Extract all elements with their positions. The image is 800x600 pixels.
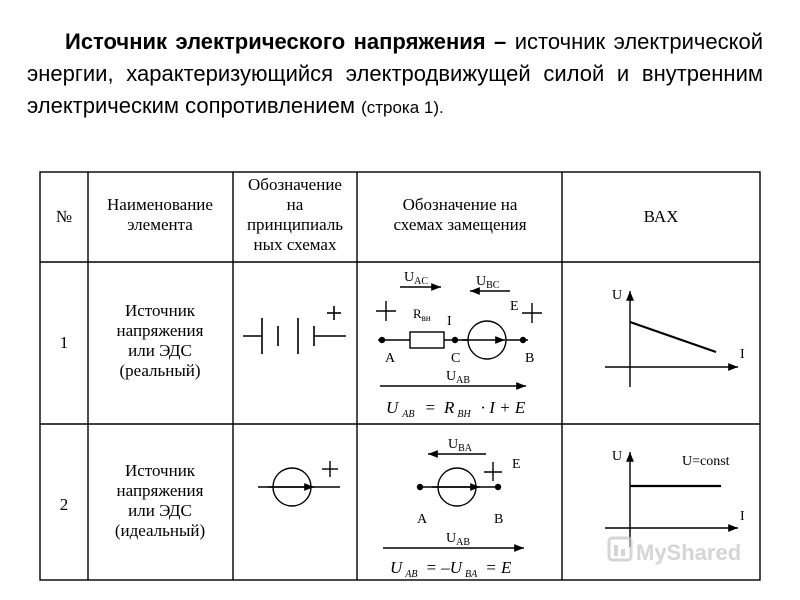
svg-text:A: A: [417, 512, 428, 527]
svg-text:UAB=RBH· I + E: UAB=RBH· I + E: [386, 398, 526, 420]
svg-text:Rвн: Rвн: [413, 306, 431, 323]
svg-text:UAC: UAC: [404, 270, 428, 287]
row2-name-line2: напряжения: [117, 481, 204, 500]
intro-reference: (строка 1).: [361, 98, 444, 117]
ideal-source-symbol: [258, 461, 340, 507]
svg-text:U: U: [612, 288, 622, 303]
row1-number: 1: [60, 333, 69, 352]
row2-name-line1: Источник: [125, 461, 196, 480]
header-symbol-line4: ных схемах: [254, 235, 337, 254]
battery-symbol: [243, 306, 346, 354]
svg-text:UAB: UAB: [446, 369, 470, 386]
row2-number: 2: [60, 495, 69, 514]
svg-text:UBC: UBC: [476, 274, 500, 291]
svg-text:I: I: [447, 314, 452, 329]
row1-name-line3: или ЭДС: [128, 341, 192, 360]
svg-text:UAB: UAB: [446, 531, 470, 548]
row1-name-line4: (реальный): [119, 361, 200, 380]
svg-text:U: U: [612, 449, 622, 464]
svg-text:MyShared: MyShared: [636, 540, 741, 565]
intro-term: Источник электрического напряжения –: [65, 29, 507, 54]
svg-text:B: B: [494, 512, 503, 527]
svg-text:I: I: [740, 347, 745, 362]
svg-text:A: A: [385, 351, 396, 366]
header-name-line1: Наименование: [107, 195, 213, 214]
svg-text:C: C: [451, 351, 460, 366]
svg-text:U=const: U=const: [682, 454, 730, 469]
svg-text:E: E: [510, 299, 519, 314]
row2-vax-chart: U I U=const: [605, 449, 745, 547]
header-number: №: [56, 207, 72, 226]
svg-text:I: I: [740, 509, 745, 524]
header-symbol-line2: на: [287, 195, 304, 214]
header-equiv-line1: Обозначение на: [403, 195, 518, 214]
svg-text:B: B: [525, 351, 534, 366]
header-symbol-line3: принципиаль: [247, 215, 343, 234]
table-grid: [39, 171, 761, 581]
watermark-logo: MyShared: [607, 536, 741, 565]
svg-text:UBA: UBA: [448, 437, 473, 454]
row2-name-line4: (идеальный): [115, 521, 205, 540]
row2-name-line3: или ЭДС: [128, 501, 192, 520]
row1-vax-chart: U I: [605, 288, 745, 387]
intro-definition: источник электрической энергии, характер…: [27, 29, 763, 118]
row1-name-line1: Источник: [125, 301, 196, 320]
svg-text:E: E: [512, 457, 521, 472]
header-symbol-line1: Обозначение: [248, 175, 342, 194]
intro-paragraph: Источник электрического напряжения – ист…: [27, 26, 763, 124]
row1-name-line2: напряжения: [117, 321, 204, 340]
header-vax: ВАХ: [644, 207, 679, 226]
svg-text:UAB= –UBA= E: UAB= –UBA= E: [390, 558, 512, 580]
header-name-line2: элемента: [127, 215, 193, 234]
header-equiv-line2: схемах замещения: [393, 215, 526, 234]
